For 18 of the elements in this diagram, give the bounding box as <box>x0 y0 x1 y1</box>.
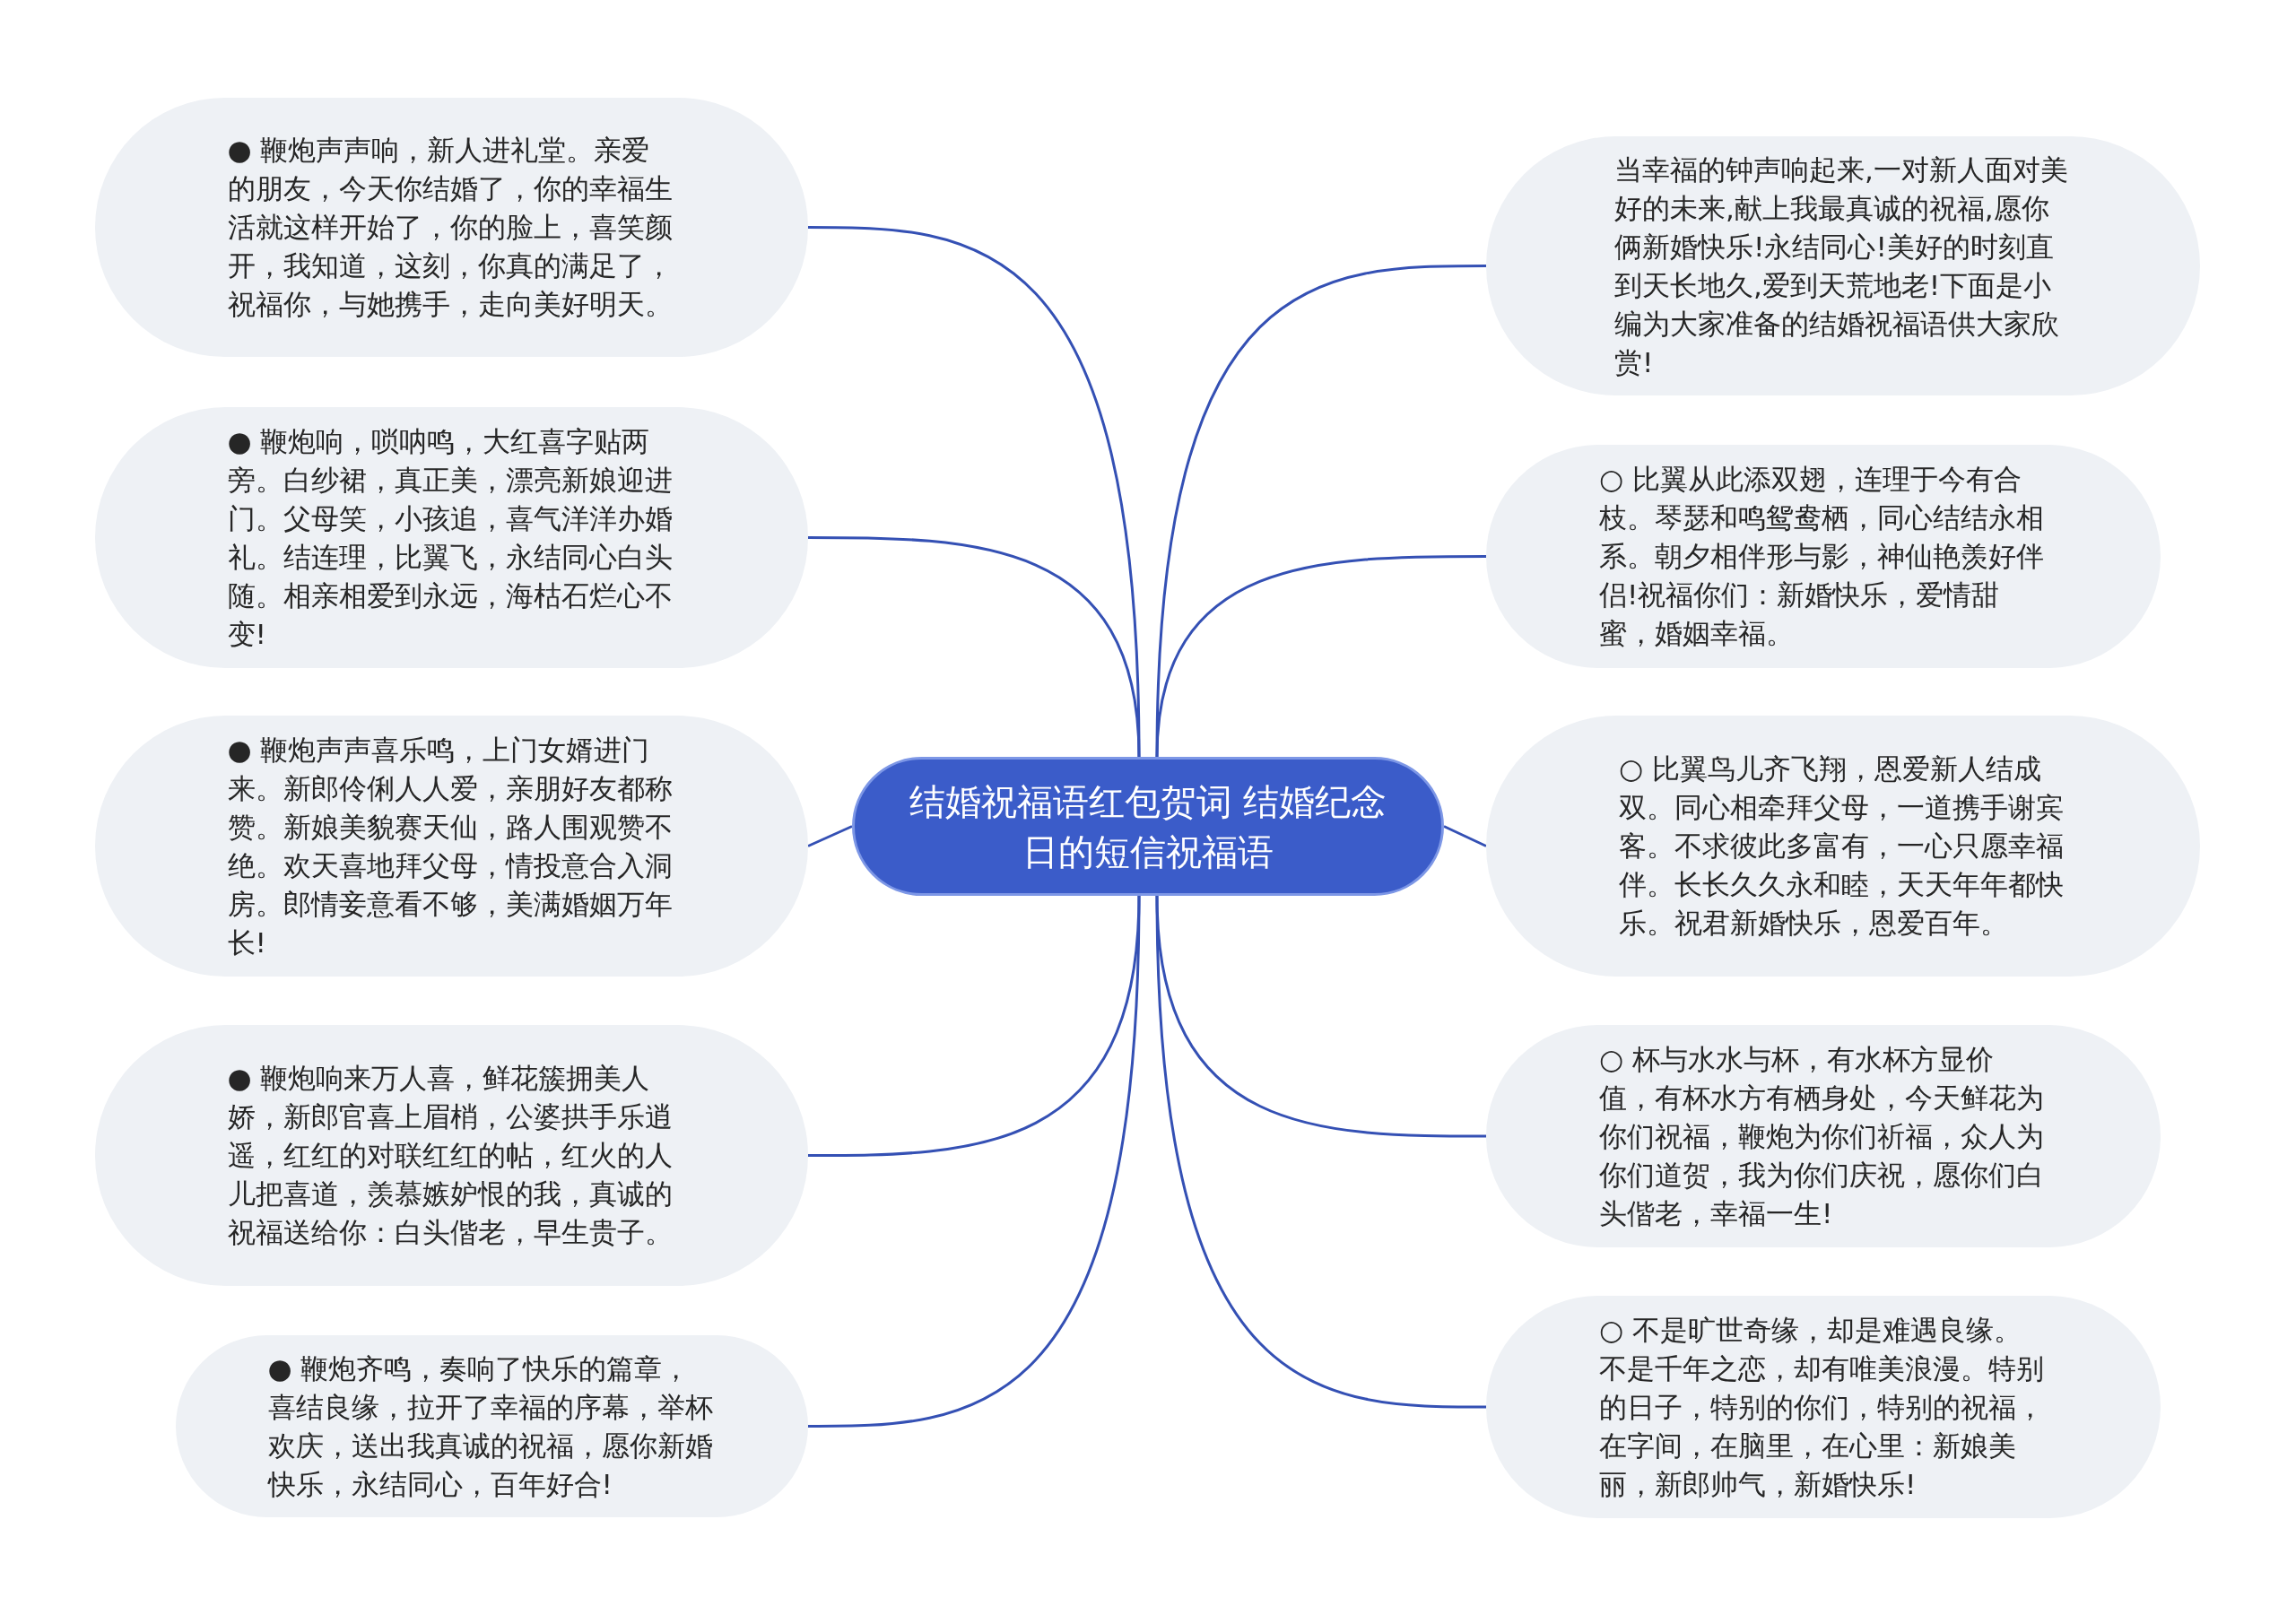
topic-title: 结婚祝福语红包贺词 结婚纪念日的短信祝福语 <box>908 779 1388 874</box>
connector-line <box>808 895 1141 1428</box>
message-text: ● 鞭炮齐鸣，奏响了快乐的篇章，喜结良缘，拉开了幸福的序幕，举杯欢庆，送出我真诚的祝福，愿你新婚快乐，永结同心，百年好合! <box>267 1350 714 1502</box>
connector-line <box>1155 895 1486 1409</box>
connector-line <box>1443 825 1487 847</box>
message-text: ● 鞭炮声声喜乐鸣，上门女婿进门来。新郎伶俐人人爱，亲朋好友都称赞。新娘美貌赛天仙，路人围观赞不绝。欢天喜地拜父母，情投意合入洞房。郎情妾意看不够，美满婚姻万年长! <box>227 732 674 960</box>
message-text: ● 鞭炮响，唢呐鸣，大红喜字贴两旁。白纱裙，真正美，漂亮新娘迎进门。父母笑，小孩追，喜气洋洋办婚礼。结连理，比翼飞，永结同心白头随。相亲相爱到永远，海枯石烂心不变! <box>227 423 674 652</box>
message-text: ○ 比翼鸟儿齐飞翔，恩爱新人结成双。同心相牵拜父母，一道携手谢宾客。不求彼此多富有，一心只愿幸福伴。长长久久永和睦，天天年年都快乐。祝君新婚快乐，恩爱百年。 <box>1619 751 2065 941</box>
connector-line <box>1155 265 1486 758</box>
message-text: ○ 不是旷世奇缘，却是难遇良缘。不是千年之恋，却有唯美浪漫。特别的日子，特别的你们，特别的祝福，在字间，在脑里，在心里：新娘美丽，新郎帅气，新婚快乐! <box>1599 1312 2045 1502</box>
message-text: ○ 比翼从此添双翅，连理于今有合枝。琴瑟和鸣鸳鸯栖，同心结结永相系。朝夕相伴形与影，神仙艳羡好伴侣!祝福你们：新婚快乐，爱情甜蜜，婚姻幸福。 <box>1599 462 2045 651</box>
message-text: ○ 杯与水水与杯，有水杯方显价值，有杯水方有栖身处，今天鲜花为你们祝福，鞭炮为你们祈福，众人为你们道贺，我为你们庆祝，愿你们白头偕老，幸福一生! <box>1599 1041 2045 1231</box>
message-text: ● 鞭炮响来万人喜，鲜花簇拥美人娇，新郎官喜上眉梢，公婆拱手乐逍遥，红红的对联红红的帖，红火的人儿把喜道，羡慕嫉妒恨的我，真诚的祝福送给你：白头偕老，早生贵子。 <box>227 1061 674 1250</box>
connector-line <box>808 536 1141 758</box>
message-text: ● 鞭炮声声响，新人进礼堂。亲爱的朋友，今天你结婚了，你的幸福生活就这样开始了，你的脸上，喜笑颜开，我知道，这刻，你真的满足了，祝福你，与她携手，走向美好明天。 <box>227 133 674 322</box>
connector-line <box>1155 555 1486 758</box>
connector-line <box>807 825 853 847</box>
message-text: 当幸福的钟声响起来,一对新人面对美好的未来,献上我最真诚的祝福,愿你俩新婚快乐!永结同心!美好的时刻直到天长地久,爱到天荒地老!下面是小编为大家准备的结婚祝福语供大家欣赏! <box>1614 152 2069 380</box>
